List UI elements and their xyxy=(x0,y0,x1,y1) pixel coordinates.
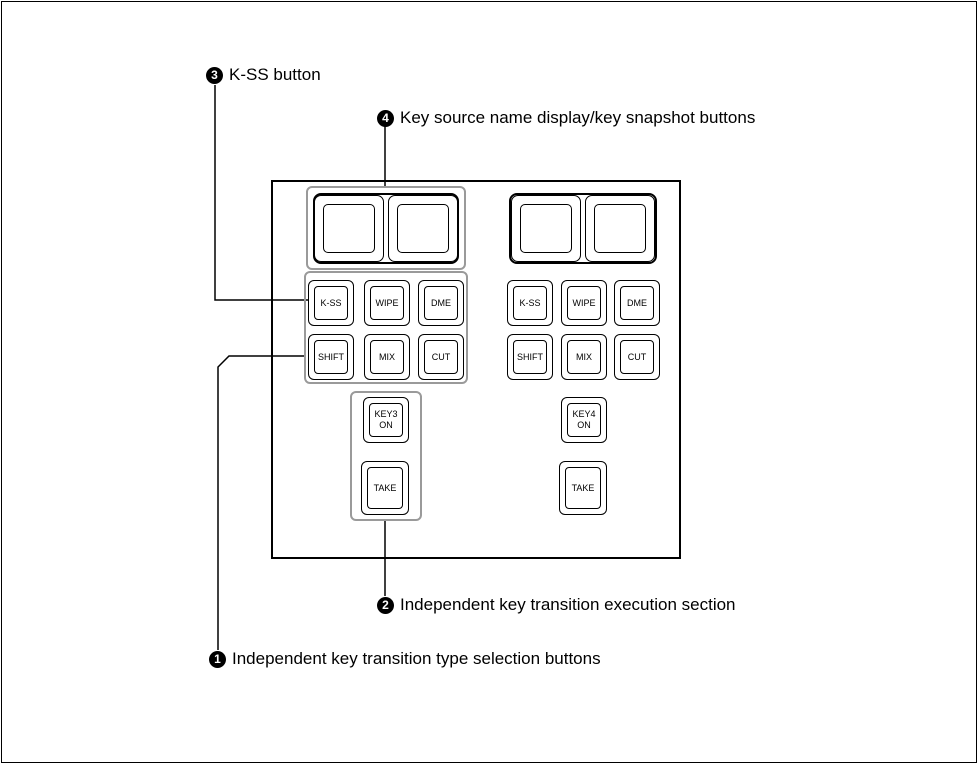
wipe-label: WIPE xyxy=(370,286,404,320)
mix-button-left[interactable]: MIX xyxy=(364,334,410,380)
type-selection-highlight xyxy=(304,271,468,384)
mix-label: MIX xyxy=(567,340,601,374)
callout-label-3: K-SS button xyxy=(229,65,321,84)
key-source-display-right-2[interactable] xyxy=(585,195,655,262)
display-highlight xyxy=(306,186,466,270)
shift-button-right[interactable]: SHIFT xyxy=(507,334,553,380)
key-on-button-right[interactable]: KEY4 ON xyxy=(561,397,607,443)
key-on-label: KEY3 ON xyxy=(369,403,403,437)
take-button-left[interactable]: TAKE xyxy=(361,461,409,515)
callout-number-1: 1 xyxy=(209,650,226,668)
mix-label: MIX xyxy=(370,340,404,374)
callout-number-3: 3 xyxy=(206,66,223,84)
key-on-button-left[interactable]: KEY3 ON xyxy=(363,397,409,443)
cut-button-left[interactable]: CUT xyxy=(418,334,464,380)
cut-button-right[interactable]: CUT xyxy=(614,334,660,380)
mix-button-right[interactable]: MIX xyxy=(561,334,607,380)
cut-label: CUT xyxy=(620,340,654,374)
callout-label-2: Independent key transition execution sec… xyxy=(400,595,736,614)
key-source-display-right-1[interactable] xyxy=(511,195,581,262)
cut-label: CUT xyxy=(424,340,458,374)
take-label: TAKE xyxy=(367,467,403,509)
take-button-right[interactable]: TAKE xyxy=(559,461,607,515)
kss-label: K-SS xyxy=(314,286,348,320)
callout-1: 1 Independent key transition type select… xyxy=(209,649,601,669)
dme-button-right[interactable]: DME xyxy=(614,280,660,326)
callout-4: 4 Key source name display/key snapshot b… xyxy=(377,108,755,128)
execution-highlight xyxy=(350,391,422,521)
wipe-label: WIPE xyxy=(567,286,601,320)
key-on-label: KEY4 ON xyxy=(567,403,601,437)
key-panel xyxy=(271,180,681,559)
dme-label: DME xyxy=(424,286,458,320)
wipe-button-left[interactable]: WIPE xyxy=(364,280,410,326)
kss-button-right[interactable]: K-SS xyxy=(507,280,553,326)
shift-label: SHIFT xyxy=(314,340,348,374)
dme-button-left[interactable]: DME xyxy=(418,280,464,326)
kss-button-left[interactable]: K-SS xyxy=(308,280,354,326)
shift-label: SHIFT xyxy=(513,340,547,374)
key-source-display-left-1[interactable] xyxy=(314,195,384,262)
take-label: TAKE xyxy=(565,467,601,509)
callout-number-4: 4 xyxy=(377,109,394,127)
callout-label-1: Independent key transition type selectio… xyxy=(232,649,601,668)
display-outline-right xyxy=(509,193,657,264)
callout-number-2: 2 xyxy=(377,596,394,614)
key-source-display-left-2[interactable] xyxy=(388,195,458,262)
callout-label-4: Key source name display/key snapshot but… xyxy=(400,108,756,127)
shift-button-left[interactable]: SHIFT xyxy=(308,334,354,380)
kss-label: K-SS xyxy=(513,286,547,320)
callout-3: 3 K-SS button xyxy=(206,65,321,85)
wipe-button-right[interactable]: WIPE xyxy=(561,280,607,326)
callout-2: 2 Independent key transition execution s… xyxy=(377,595,736,615)
dme-label: DME xyxy=(620,286,654,320)
